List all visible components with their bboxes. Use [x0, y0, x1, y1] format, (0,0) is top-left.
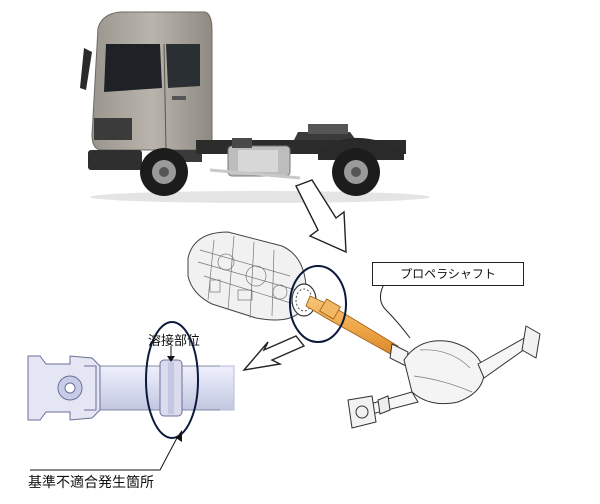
truck-windshield	[104, 44, 162, 92]
truck-shadow	[90, 191, 430, 203]
truck-door-handle	[172, 96, 186, 100]
truck-side-window	[166, 44, 200, 88]
nonconformity-leader	[30, 435, 179, 471]
propeller-shaft-label: プロペラシャフト	[372, 262, 524, 286]
drivetrain-illustration	[187, 231, 541, 429]
nonconformity-location-label: 基準不適合発生箇所	[28, 475, 154, 491]
truck-front-wheel	[140, 148, 188, 196]
propeller-shaft-leader	[380, 283, 411, 339]
detail-view	[27, 355, 235, 421]
truck-mirror	[80, 48, 92, 90]
truck-bumper	[88, 150, 142, 170]
propeller-shaft	[305, 295, 399, 357]
joint-highlight-oval	[289, 265, 347, 343]
weld-highlight-oval	[145, 321, 199, 439]
truck-rear-wheel	[332, 148, 380, 196]
truck-illustration	[80, 11, 430, 203]
weld-location-label: 溶接部位	[148, 334, 201, 349]
truck-grille	[94, 118, 132, 140]
rear-axle-housing	[403, 340, 485, 405]
zoom-arrow-down	[295, 179, 347, 254]
axle-tube-left	[369, 391, 419, 415]
zoom-arrow-left	[242, 335, 306, 372]
